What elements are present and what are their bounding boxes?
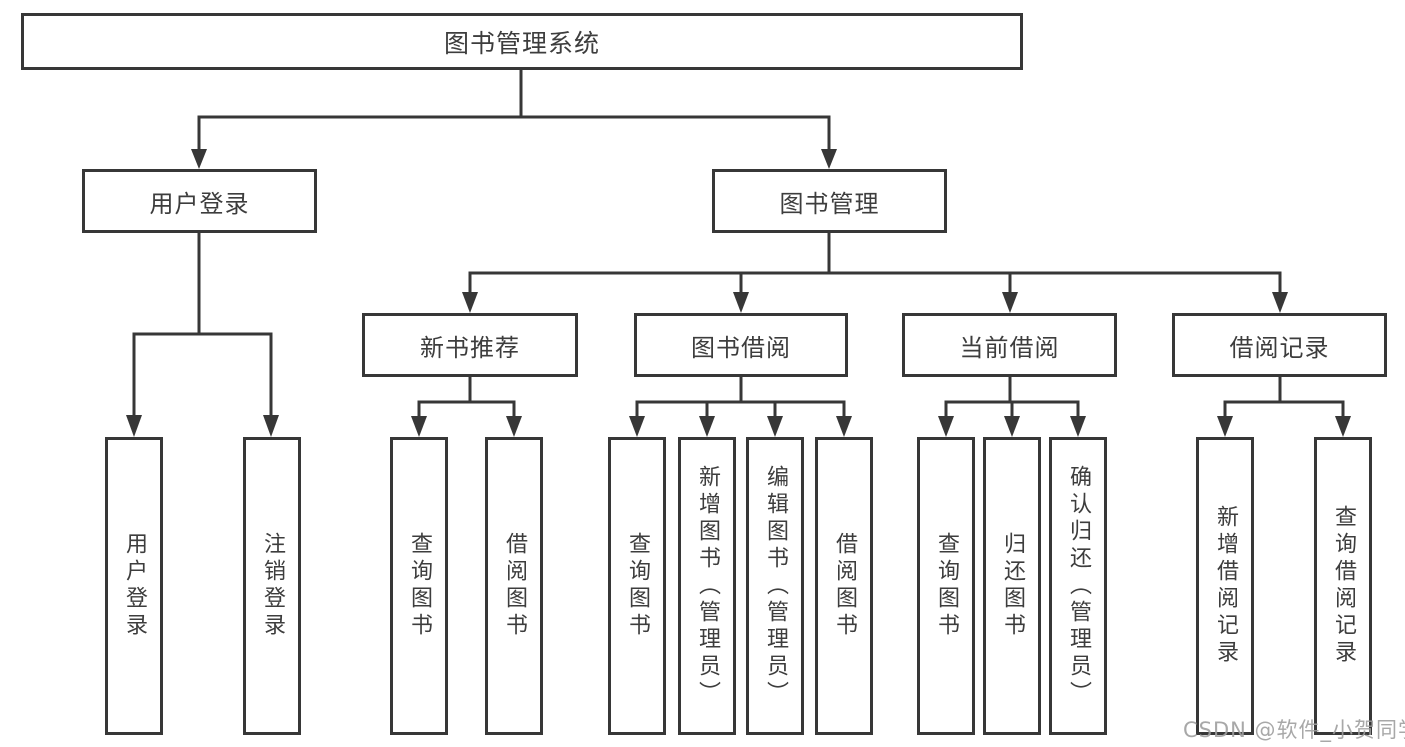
arrowhead xyxy=(1217,416,1233,437)
node-label: 图书管理 xyxy=(779,189,880,218)
node-label: 归还图书 xyxy=(1000,532,1025,640)
node-user-login: 用户登录 xyxy=(82,169,317,233)
node-label: 借阅记录 xyxy=(1229,333,1330,362)
leaf-user-login: 用户登录 xyxy=(105,437,163,735)
arrowhead xyxy=(629,416,645,437)
leaf-add-book-admin: 新增图书（管理员） xyxy=(678,437,736,735)
leaf-borrow-books-borrowing: 借阅图书 xyxy=(815,437,873,735)
node-label: 查询图书 xyxy=(934,532,959,640)
arrowhead xyxy=(836,416,852,437)
leaf-add-borrow-record: 新增借阅记录 xyxy=(1196,437,1254,735)
node-label: 当前借阅 xyxy=(959,333,1060,362)
arrowhead xyxy=(263,415,279,437)
node-label: 新书推荐 xyxy=(420,333,520,362)
leaf-logout: 注销登录 xyxy=(243,437,301,735)
node-label: 新增借阅记录 xyxy=(1213,505,1238,667)
node-label: 注销登录 xyxy=(260,532,285,640)
arrowheads xyxy=(126,149,1351,437)
node-label: 查询图书 xyxy=(407,532,432,640)
arrowhead xyxy=(1002,292,1018,313)
arrowhead xyxy=(1004,416,1020,437)
node-new-book-recommend: 新书推荐 xyxy=(362,313,578,377)
arrowhead xyxy=(126,415,142,437)
leaf-query-books-recommend: 查询图书 xyxy=(390,437,448,735)
node-label: 用户登录 xyxy=(149,189,250,218)
arrowhead xyxy=(938,416,954,437)
node-label: 查询借阅记录 xyxy=(1331,505,1356,667)
node-label: 新增图书（管理员） xyxy=(695,464,720,708)
leaf-query-books-current: 查询图书 xyxy=(917,437,975,735)
arrowhead xyxy=(462,292,478,313)
arrowhead xyxy=(733,292,749,313)
arrowhead xyxy=(821,149,837,169)
node-borrowing-records: 借阅记录 xyxy=(1172,313,1387,377)
arrowhead xyxy=(699,416,715,437)
leaf-borrow-books-recommend: 借阅图书 xyxy=(485,437,543,735)
arrowhead xyxy=(1272,292,1288,313)
leaf-query-books-borrowing: 查询图书 xyxy=(608,437,666,735)
node-book-management: 图书管理 xyxy=(712,169,947,233)
node-label: 图书借阅 xyxy=(691,333,791,362)
arrowhead xyxy=(191,149,207,169)
node-current-borrowing: 当前借阅 xyxy=(902,313,1117,377)
arrowhead xyxy=(506,416,522,437)
node-label: 确认归还（管理员） xyxy=(1066,464,1091,708)
node-label: 用户登录 xyxy=(122,532,147,640)
arrowhead xyxy=(411,416,427,437)
leaf-return-book: 归还图书 xyxy=(983,437,1041,735)
node-label: 查询图书 xyxy=(625,532,650,640)
csdn-watermark: CSDN @软件_小贺同学 xyxy=(1183,718,1405,742)
leaf-confirm-return-admin: 确认归还（管理员） xyxy=(1049,437,1107,735)
arrowhead xyxy=(1335,416,1351,437)
leaf-query-borrow-record: 查询借阅记录 xyxy=(1314,437,1372,735)
node-label: 借阅图书 xyxy=(502,532,527,640)
node-library-system: 图书管理系统 xyxy=(21,13,1023,70)
node-label: 编辑图书（管理员） xyxy=(763,464,788,708)
leaf-edit-book-admin: 编辑图书（管理员） xyxy=(746,437,804,735)
node-book-borrowing: 图书借阅 xyxy=(634,313,848,377)
node-label: 借阅图书 xyxy=(832,532,857,640)
node-label: 图书管理系统 xyxy=(443,28,600,58)
arrowhead xyxy=(1070,416,1086,437)
arrowhead xyxy=(767,416,783,437)
